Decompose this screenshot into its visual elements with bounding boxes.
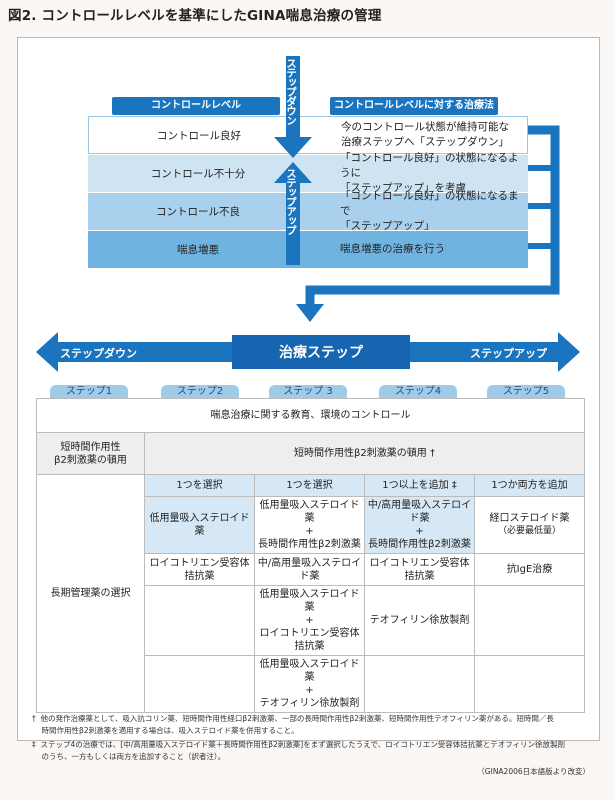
control-level-label: コントロール不良 bbox=[156, 206, 240, 218]
control-treatment: 今のコントロール状態が維持可能な治療ステップへ「ステップダウン」 bbox=[341, 121, 509, 148]
loop-arrow-shape bbox=[305, 125, 560, 305]
choice-step4: 1つ以上を追加 ‡ bbox=[364, 474, 475, 497]
step-down-vertical-label: ステップダウン bbox=[285, 58, 297, 125]
control-level-label: コントロール不十分 bbox=[150, 168, 246, 180]
cell-empty bbox=[474, 585, 585, 656]
controller-row-2: ロイコトリエン受容体拮抗薬 中/高用量吸入ステロイド薬 ロイコトリエン受容体拮抗… bbox=[37, 553, 585, 586]
choice-step3: 1つを選択 bbox=[254, 474, 365, 497]
controller-row-1: 低用量吸入ステロイド薬 低用量吸入ステロイド薬+長時間作用性β2刺激薬 中/高用… bbox=[37, 496, 585, 554]
step-tab-4: ステップ4 bbox=[379, 385, 457, 399]
controller-row-4: 低用量吸入ステロイド薬+テオフィリン徐放製剤 bbox=[37, 655, 585, 713]
header-treatment: コントロールレベルに対する治療法 bbox=[330, 97, 498, 115]
controller-row-3: 低用量吸入ステロイド薬+ロイコトリエン受容体拮抗薬 テオフィリン徐放製剤 bbox=[37, 585, 585, 656]
cell-empty bbox=[474, 655, 585, 713]
cell-mid-high-ics-laba: 中/高用量吸入ステロイド薬+長時間作用性β2刺激薬 bbox=[364, 496, 475, 554]
cell-anti-ige: 抗IgE治療 bbox=[474, 553, 585, 586]
control-row-good: コントロール良好 今のコントロール状態が維持可能な治療ステップへ「ステップダウン… bbox=[88, 116, 528, 154]
bar-step-up-label: ステップアップ bbox=[470, 347, 547, 360]
figure-title: 図2. コントロールレベルを基準にしたGINA喘息治療の管理 bbox=[8, 8, 382, 24]
control-row-exacerbation: 喘息増悪 喘息増悪の治療を行う bbox=[88, 230, 528, 268]
bar-treatment-step-label: 治療ステップ bbox=[279, 345, 363, 361]
control-row-partial: コントロール不十分 「コントロール良好」の状態になるように「ステップアップ」を考… bbox=[88, 152, 528, 194]
control-treatment: 喘息増悪の治療を行う bbox=[340, 243, 445, 255]
control-level-label: コントロール良好 bbox=[157, 129, 241, 142]
source-note: （GINA2006日本語版より改変） bbox=[477, 767, 590, 776]
cell-oral-steroid: 経口ステロイド薬（必要最低量） bbox=[474, 496, 585, 554]
cell-low-ics-ltra: 低用量吸入ステロイド薬+ロイコトリエン受容体拮抗薬 bbox=[254, 585, 365, 656]
choice-row: 長期管理薬の選択 1つを選択 1つを選択 1つ以上を追加 ‡ 1つか両方を追加 bbox=[36, 474, 585, 713]
cell-empty bbox=[364, 655, 475, 713]
control-treatment: 「コントロール良好」の状態になるように「ステップアップ」を考慮 bbox=[340, 152, 519, 194]
step-tab-5: ステップ5 bbox=[487, 385, 565, 399]
controller-label-cell: 長期管理薬の選択 bbox=[36, 474, 145, 713]
cell-low-ics: 低用量吸入ステロイド薬 bbox=[144, 496, 255, 554]
header-control-level: コントロールレベル bbox=[112, 97, 280, 115]
step-tab-2: ステップ2 bbox=[161, 385, 239, 399]
cell-ltra-step4: ロイコトリエン受容体拮抗薬 bbox=[364, 553, 475, 586]
choice-step2: 1つを選択 bbox=[144, 474, 255, 497]
step-down-arrow-shape bbox=[274, 56, 312, 158]
control-row-poor: コントロール不良 「コントロール良好」の状態になるまで「ステップアップ」 bbox=[88, 190, 528, 232]
step-up-vertical-label: ステップアップ bbox=[285, 168, 297, 235]
cell-low-ics-theophylline: 低用量吸入ステロイド薬+テオフィリン徐放製剤 bbox=[254, 655, 365, 713]
education-cell: 喘息治療に関する教育、環境のコントロール bbox=[36, 398, 585, 433]
step-tab-1: ステップ1 bbox=[50, 385, 128, 399]
bar-step-down-label: ステップダウン bbox=[60, 347, 137, 360]
loop-arrow-head bbox=[296, 304, 324, 322]
control-treatment: 「コントロール良好」の状態になるまで「ステップアップ」 bbox=[340, 190, 519, 232]
cell-empty bbox=[144, 585, 255, 656]
choice-step5: 1つか両方を追加 bbox=[474, 474, 585, 497]
cell-ltra: ロイコトリエン受容体拮抗薬 bbox=[144, 553, 255, 586]
cell-low-ics-laba: 低用量吸入ステロイド薬+長時間作用性β2刺激薬 bbox=[254, 496, 365, 554]
footnote-dagger: † 他の発作治療薬として、吸入抗コリン薬、短時間作用性経口β2刺激薬、一部の長時… bbox=[32, 714, 554, 735]
control-level-label: 喘息増悪 bbox=[177, 244, 219, 256]
rescue-value-cell: 短時間作用性β2刺激薬の頓用 † bbox=[144, 432, 585, 475]
cell-empty bbox=[144, 655, 255, 713]
cell-mid-high-ics: 中/高用量吸入ステロイド薬 bbox=[254, 553, 365, 586]
cell-theophylline: テオフィリン徐放製剤 bbox=[364, 585, 475, 656]
step-up-arrow-shape bbox=[274, 162, 312, 265]
education-row: 喘息治療に関する教育、環境のコントロール bbox=[36, 398, 585, 433]
step-tab-3: ステップ 3 bbox=[269, 385, 347, 399]
footnote-ddagger: ‡ ステップ4の治療では、[中/高用量吸入ステロイド薬＋長時間作用性β2刺激薬]… bbox=[32, 740, 566, 761]
